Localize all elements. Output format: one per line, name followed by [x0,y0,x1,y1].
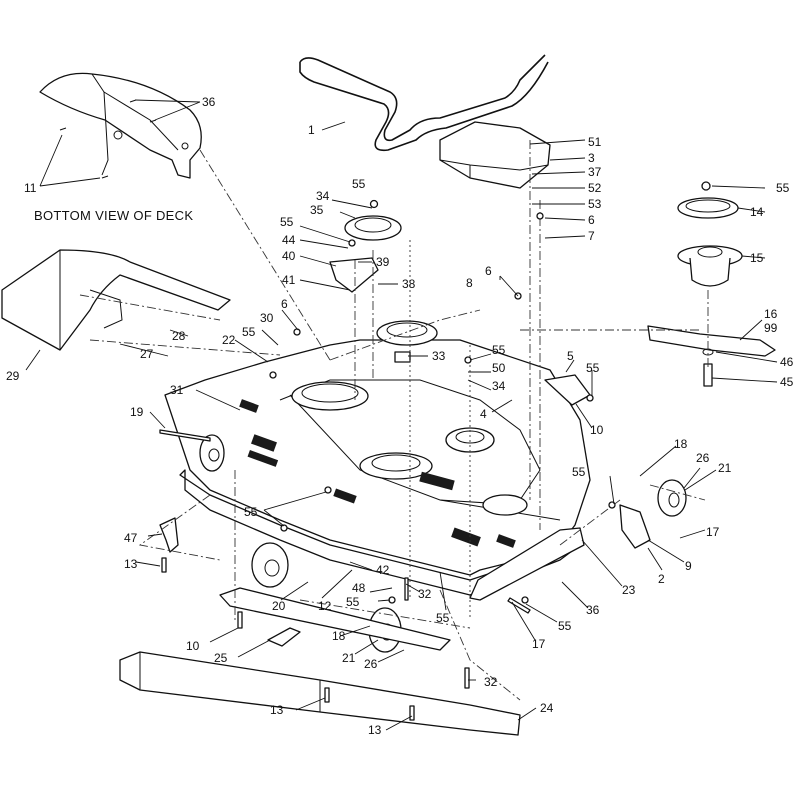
callout-23: 23 [622,583,636,597]
callout-15: 15 [750,251,764,265]
callout-7: 7 [588,229,595,243]
callout-99: 99 [764,321,778,335]
callout-22: 22 [222,333,236,347]
callout-4: 4 [480,407,487,421]
leader-lines [25,99,778,731]
callout-3: 3 [588,151,595,165]
callout-13-center: 13 [270,703,284,717]
callout-6-top: 6 [588,213,595,227]
callout-6-middle: 6 [485,264,492,278]
drive-belt [299,54,549,152]
front-skid [219,587,451,651]
callout-48: 48 [352,581,366,595]
callout-50: 50 [492,361,506,375]
callout-16: 16 [764,307,778,321]
callout-55-bracket: 55 [586,361,600,375]
belt-cover [439,121,551,189]
callout-32-bottom: 32 [484,675,498,689]
callout-27: 27 [140,347,154,361]
callout-36-top: 36 [202,95,216,109]
callout-36-bottom: 36 [586,603,600,617]
callout-38: 38 [402,277,416,291]
callout-24: 24 [540,701,554,715]
callout-37: 37 [588,165,602,179]
callout-40: 40 [282,249,296,263]
callout-44: 44 [282,233,296,247]
callout-9: 9 [685,559,692,573]
callout-55-center: 55 [492,343,506,357]
callout-46: 46 [780,355,794,369]
right-spindle [677,181,743,287]
callout-8: 8 [466,276,473,290]
callout-55-idler: 55 [280,215,294,229]
callout-52: 52 [588,181,602,195]
callout-55-bumper: 55 [558,619,572,633]
callout-39: 39 [376,255,390,269]
bottom-view-inset [39,72,202,179]
callout-25: 25 [214,651,228,665]
callout-32-middle: 32 [418,587,432,601]
callout-13-bottom: 13 [368,723,382,737]
callout-55-deck: 55 [244,505,258,519]
callout-10-right: 10 [590,423,604,437]
callout-17-right: 17 [706,525,720,539]
fasteners [159,199,616,721]
callout-55-top-pulley: 55 [352,177,366,191]
callout-5: 5 [567,349,574,363]
callout-21-right: 21 [718,461,732,475]
callout-42: 42 [376,563,390,577]
callout-18-bottom: 18 [332,629,346,643]
callout-53: 53 [588,197,602,211]
callout-41: 41 [282,273,296,287]
callout-21-bottom: 21 [342,651,356,665]
callout-55-left: 55 [242,325,256,339]
callout-20: 20 [272,599,286,613]
callout-18-right: 18 [674,437,688,451]
assembly-lines [79,140,709,701]
callout-29: 29 [6,369,20,383]
callout-35: 35 [310,203,324,217]
callout-55-spindle: 55 [776,181,790,195]
callout-26-bottom: 26 [364,657,378,671]
callout-55-lower: 55 [346,595,360,609]
callout-12: 12 [318,599,332,613]
callout-51: 51 [588,135,602,149]
callout-28: 28 [172,329,186,343]
callout-34-top: 34 [316,189,330,203]
callout-55-right: 55 [572,465,586,479]
idler-bracket [329,257,379,293]
callout-47: 47 [124,531,138,545]
deck-pulleys [291,215,528,516]
callout-34-middle: 34 [492,379,506,393]
callout-10-left: 10 [186,639,200,653]
callout-1: 1 [308,123,315,137]
deck-decals [239,399,516,548]
callout-55-front: 55 [436,611,450,625]
discharge-chute [1,249,231,351]
mower-blade [647,325,776,357]
callout-31: 31 [170,383,184,397]
callout-45: 45 [780,375,794,389]
callout-2: 2 [658,572,665,586]
callout-labels: 1 2 3 4 5 6 6 6 7 8 9 10 10 11 12 13 13 … [6,95,794,737]
bottom-view-label: BOTTOM VIEW OF DECK [34,208,193,223]
callout-30: 30 [260,311,274,325]
callout-26-right: 26 [696,451,710,465]
callout-33: 33 [432,349,446,363]
callout-6-left: 6 [281,297,288,311]
callout-11: 11 [24,181,37,195]
callout-19: 19 [130,405,144,419]
callout-13-left: 13 [124,557,138,571]
callout-14: 14 [750,205,764,219]
callout-17-bottom: 17 [532,637,546,651]
